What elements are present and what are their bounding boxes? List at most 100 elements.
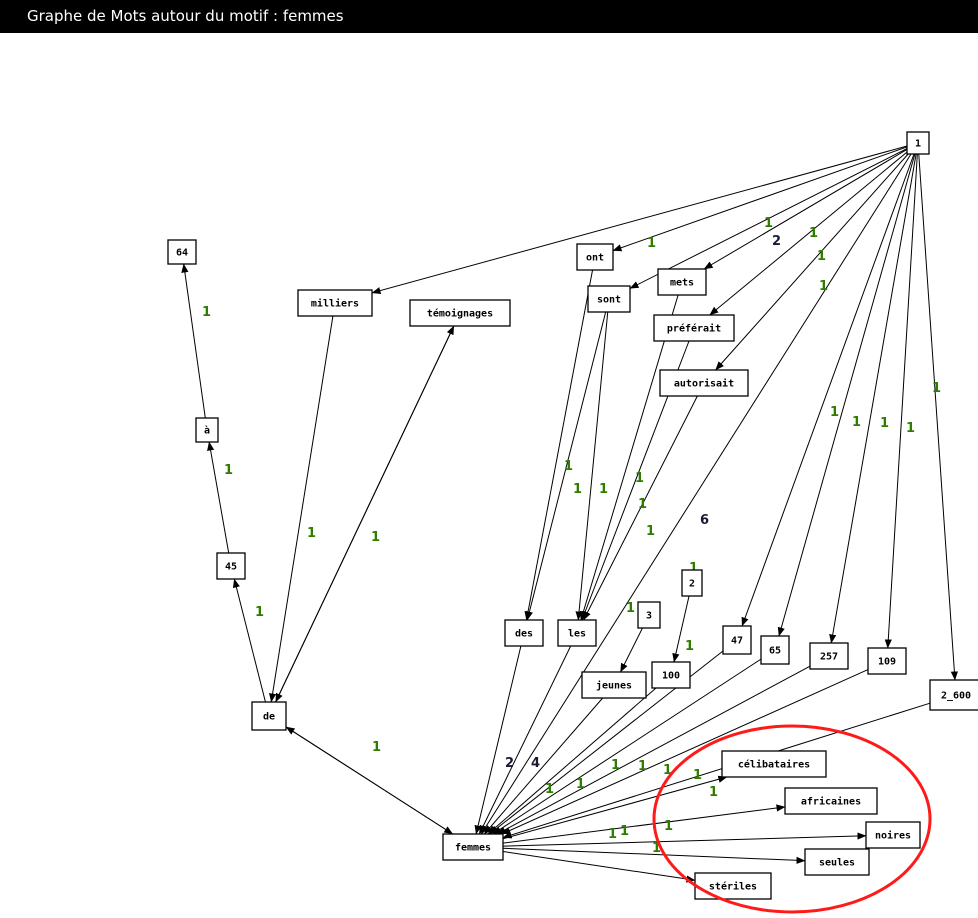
node-n45[interactable]: 45 (216, 552, 246, 580)
edge-n65-to-femmes (492, 658, 762, 835)
node-label: des (515, 629, 533, 640)
node-n2[interactable]: 2 (681, 569, 703, 597)
edge-femmes-to-africaines (502, 804, 786, 844)
node-des[interactable]: des (504, 619, 544, 647)
node-box (576, 243, 614, 271)
node-de[interactable]: de (251, 701, 287, 731)
edge-n1-to-n65 (777, 153, 916, 637)
node-label: 45 (225, 562, 237, 573)
edge-jeunes-to-femmes (483, 697, 604, 835)
edge-weight-label: 1 (817, 249, 826, 264)
edge-weight-label: 1 (224, 463, 233, 478)
edge-weight-label: 1 (852, 415, 861, 430)
node-seules[interactable]: seules (804, 848, 870, 876)
node-n2600[interactable]: 2_600 (929, 679, 978, 711)
node-jeunes[interactable]: jeunes (581, 671, 647, 699)
node-n3[interactable]: 3 (637, 601, 661, 629)
edge-weight-label: 1 (932, 381, 941, 396)
node-label: témoignages (427, 308, 493, 320)
edge-femmes-to-celibataires (502, 775, 728, 840)
edge-des-to-femmes (474, 645, 522, 835)
node-label: 65 (769, 646, 781, 657)
node-n257[interactable]: 257 (809, 642, 849, 670)
node-box (721, 750, 827, 778)
node-box (657, 268, 707, 296)
edge-weight-label: 1 (709, 785, 718, 800)
node-mets[interactable]: mets (657, 268, 707, 296)
node-noires[interactable]: noires (865, 821, 921, 849)
node-box (784, 787, 878, 815)
edge-femmes-to-de (285, 726, 454, 835)
node-box (760, 635, 790, 665)
node-label: jeunes (596, 680, 632, 692)
node-n1[interactable]: 1 (906, 131, 930, 155)
node-celibataires[interactable]: célibataires (721, 750, 827, 778)
node-n65[interactable]: 65 (760, 635, 790, 665)
node-ont[interactable]: ont (576, 243, 614, 271)
node-box (722, 625, 752, 655)
edge-weight-label: 1 (664, 819, 673, 834)
node-les[interactable]: les (557, 619, 597, 647)
edge-a-to-n64 (181, 263, 206, 419)
edge-weight-label: 1 (646, 524, 655, 539)
edge-n1-to-n257 (829, 153, 917, 644)
edge-n3-to-jeunes (620, 627, 643, 673)
node-label: seules (819, 858, 855, 869)
node-box (865, 821, 921, 849)
node-n64[interactable]: 64 (167, 239, 197, 265)
edge-de-to-n45 (232, 578, 266, 703)
node-temoignages[interactable]: témoignages (409, 299, 511, 327)
edge-weight-label: 1 (693, 768, 702, 783)
edge-n1-to-milliers (371, 145, 908, 295)
edge-weight-label: 1 (608, 827, 617, 842)
edge-n1-to-femmes (480, 153, 912, 835)
edge-n1-to-mets (703, 149, 908, 270)
node-box (659, 369, 749, 397)
window-title: Graphe de Mots autour du motif : femmes (0, 0, 978, 33)
edge-weight-label: 1 (663, 763, 672, 778)
edge-weight-label: 1 (545, 782, 554, 797)
node-label: à (204, 425, 210, 437)
edge-weight-label: 2 (505, 756, 514, 771)
edge-weight-label: 4 (531, 756, 540, 771)
edge-weight-label: 1 (573, 482, 582, 497)
node-steriles[interactable]: stériles (694, 872, 772, 900)
edge-femmes-to-steriles (502, 851, 696, 883)
edge-weight-label: 1 (620, 824, 629, 839)
node-label: femmes (455, 843, 491, 854)
node-n109[interactable]: 109 (867, 647, 907, 675)
node-africaines[interactable]: africaines (784, 787, 878, 815)
edge-n45-to-a (207, 441, 230, 554)
node-preferait[interactable]: préférait (653, 314, 735, 342)
node-box (216, 552, 246, 580)
node-box (906, 131, 930, 155)
node-label: célibataires (738, 759, 810, 771)
edge-weight-label: 1 (372, 740, 381, 755)
edge-autorisait-to-les (583, 395, 698, 621)
edges-layer (181, 145, 958, 883)
node-a[interactable]: à (195, 417, 219, 443)
node-n100[interactable]: 100 (651, 661, 691, 689)
node-label: 2 (689, 579, 695, 590)
node-box (581, 671, 647, 699)
edge-sont-to-des (525, 311, 607, 621)
edge-weight-label: 1 (652, 841, 661, 856)
node-autorisait[interactable]: autorisait (659, 369, 749, 397)
edge-n100-to-femmes (487, 687, 657, 835)
node-box (809, 642, 849, 670)
node-label: 257 (820, 652, 838, 663)
edge-n1-to-n47 (741, 153, 915, 627)
node-label: 100 (662, 671, 680, 682)
node-box (195, 417, 219, 443)
edge-weight-label: 1 (576, 777, 585, 792)
node-milliers[interactable]: milliers (297, 289, 373, 317)
edge-n1-to-autorisait (715, 153, 909, 371)
node-label: 3 (646, 611, 652, 622)
nodes-layer: 1 64 milliers témoignages ont mets sont préféra… (167, 131, 978, 900)
node-femmes[interactable]: femmes (442, 833, 504, 861)
node-sont[interactable]: sont (587, 285, 631, 313)
node-n47[interactable]: 47 (722, 625, 752, 655)
node-label: 109 (878, 657, 896, 668)
